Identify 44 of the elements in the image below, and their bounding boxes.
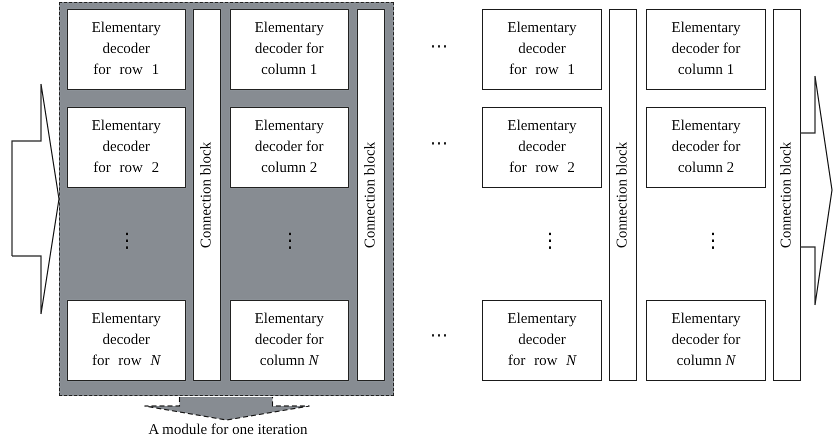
vertical-ellipsis: ⋮ [280, 230, 300, 250]
vertical-ellipsis: ⋮ [117, 230, 137, 250]
decoder-label: Elementary decoder for row N [506, 310, 578, 371]
decoder-box [230, 8, 349, 90]
ellipsis: ⋯ [430, 38, 448, 56]
connection-block-label: Connection block [198, 142, 216, 248]
connection-block-label: Connection block [362, 142, 380, 248]
decoder-box [646, 107, 766, 188]
decoder-box [646, 9, 766, 90]
connection-block-label: Connection block [778, 142, 796, 248]
decoder-label: Elementary decoder for row 2 [506, 117, 578, 178]
module-panel [59, 2, 394, 396]
vertical-ellipsis: ⋮ [703, 230, 723, 250]
block-arrow [11, 83, 60, 315]
vertical-ellipsis: ⋮ [540, 230, 560, 250]
decoder-box [230, 300, 349, 381]
decoder-label: Elementary decoder for row 1 [90, 18, 162, 80]
ellipsis: ⋯ [430, 135, 448, 153]
connection-block [609, 9, 637, 381]
connection-block [773, 9, 801, 381]
connection-block [356, 8, 385, 381]
decoder-label: Elementary decoder for row N [90, 310, 162, 371]
decoder-label: Elementary decoder for column 2 [670, 117, 742, 178]
decoder-box [482, 300, 602, 381]
connection-block-label: Connection block [614, 142, 632, 248]
module-label: A module for one iteration [148, 422, 308, 439]
decoder-box [66, 300, 186, 381]
block-arrow [144, 396, 310, 421]
decoder-box [482, 9, 602, 90]
ellipsis: ⋯ [430, 327, 448, 345]
decoder-box [646, 300, 766, 381]
decoder-box [66, 8, 186, 90]
decoder-label: Elementary decoder for column 1 [670, 19, 742, 80]
decoder-label: Elementary decoder for row 1 [506, 19, 578, 80]
decoder-label: Elementary decoder for row 2 [90, 116, 162, 178]
connection-block [192, 8, 221, 381]
decoder-box [230, 106, 349, 188]
decoder-box [66, 106, 186, 188]
decoder-label: Elementary decoder for column N [670, 310, 742, 371]
decoder-label: Elementary decoder for column 1 [254, 18, 325, 80]
block-arrow [799, 75, 833, 306]
decoder-label: Elementary decoder for column N [254, 310, 325, 371]
decoder-label: Elementary decoder for column 2 [254, 116, 325, 178]
decoder-box [482, 107, 602, 188]
